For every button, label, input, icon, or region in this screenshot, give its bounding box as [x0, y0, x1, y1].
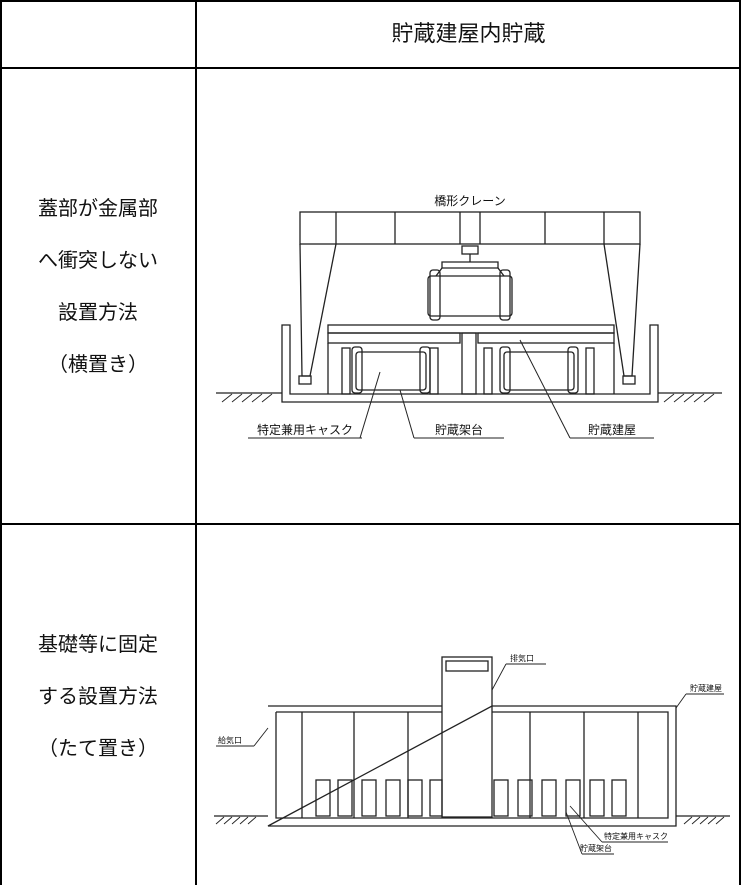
row-label-horizontal: 蓋部が金属部 へ衝突しない 設置方法 （横置き） — [0, 182, 196, 390]
building-outline — [281, 324, 659, 403]
cask-stored-left — [355, 351, 427, 391]
row-label-line: 蓋部が金属部 — [38, 196, 158, 220]
row-label-line: 設置方法 — [58, 300, 138, 324]
row-label-line: する設置方法 — [38, 684, 158, 708]
label-building: 貯蔵建屋 — [690, 683, 722, 693]
label-rack: 貯蔵架台 — [435, 422, 483, 437]
column-header: 貯蔵建屋内貯蔵 — [391, 22, 546, 47]
row-label-line: 基礎等に固定 — [38, 632, 158, 656]
row-label-line: （たて置き） — [38, 736, 158, 760]
cask-lifted — [427, 275, 513, 317]
row-label-line: へ衝突しない — [38, 248, 158, 272]
label-building: 貯蔵建屋 — [588, 423, 636, 437]
row-label-vertical: 基礎等に固定 する設置方法 （たて置き） — [0, 618, 196, 774]
label-cask: 特定兼用キャスク — [604, 831, 668, 841]
label-intake: 給気口 — [218, 735, 242, 745]
label-exhaust: 排気口 — [510, 653, 534, 663]
row-label-line: （横置き） — [48, 352, 148, 376]
exhaust-tower — [441, 656, 493, 818]
building-outline — [267, 705, 677, 827]
crane-beam — [299, 211, 641, 245]
cask-stored-right — [503, 351, 575, 391]
label-rack: 貯蔵架台 — [580, 843, 612, 853]
label-cask: 特定兼用キャスク — [257, 422, 353, 437]
label-crane: 橋形クレーン — [434, 194, 505, 208]
